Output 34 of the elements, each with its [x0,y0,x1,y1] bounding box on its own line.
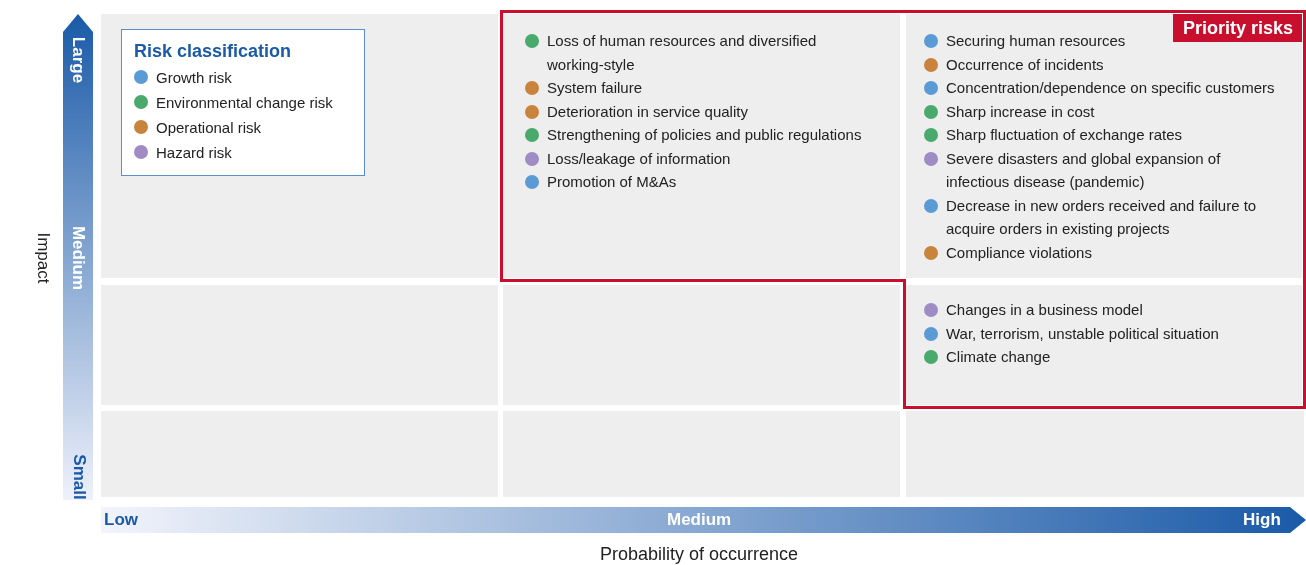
axis-title: Impact [32,232,52,284]
risk-text: War, terrorism, unstable political situation [946,323,1219,344]
axis-tick-label: High [1243,510,1281,530]
axis-tick-label: Small [68,454,89,500]
axis-tick-label: Low [104,510,138,530]
axis-title: Probability of occurrence [600,544,799,564]
risk-text: Loss of human resources and diversified working-style [547,31,818,75]
legend-text: Hazard risk [156,143,232,163]
risk-text: Concentration/dependence on specific customers [946,78,1275,98]
risk-text: Sharp increase in cost [946,101,1095,122]
legend-text: Environmental change risk [156,93,333,113]
risk-text: Deterioration in service quality [547,101,748,122]
matrix-cell [906,14,1302,278]
risk-text: Securing human resources [946,31,1126,51]
risk-text: Strengthening of policies and public regulations [547,125,862,145]
risk-text: Loss/leakage of information [547,148,731,169]
risk-text: Promotion of M&As [547,172,677,192]
risk-text: Changes in a business model [946,300,1143,320]
risk-text: Decrease in new orders received and failure to acquire orders in existing projects [946,195,1258,239]
axis-tick-label: Medium [667,510,732,530]
axis-tick-label: Large [68,36,89,84]
risk-text: System failure [547,78,643,98]
legend-text: Growth risk [156,68,232,88]
matrix-cell [906,285,1302,405]
priority-label: Priority risks [1172,14,1302,42]
legend-title: Risk classification [134,40,293,62]
matrix-cell [503,14,900,278]
risk-text: Occurrence of incidents [946,54,1104,75]
risk-text: Compliance violations [946,242,1092,263]
risk-text: Climate change [946,347,1051,367]
axis-tick-label: Medium [68,225,89,291]
risk-text: Sharp fluctuation of exchange rates [946,125,1182,145]
legend-text: Operational risk [156,118,262,138]
risk-text: Severe disasters and global expansion of infectious disease (pandemic) [946,148,1222,192]
